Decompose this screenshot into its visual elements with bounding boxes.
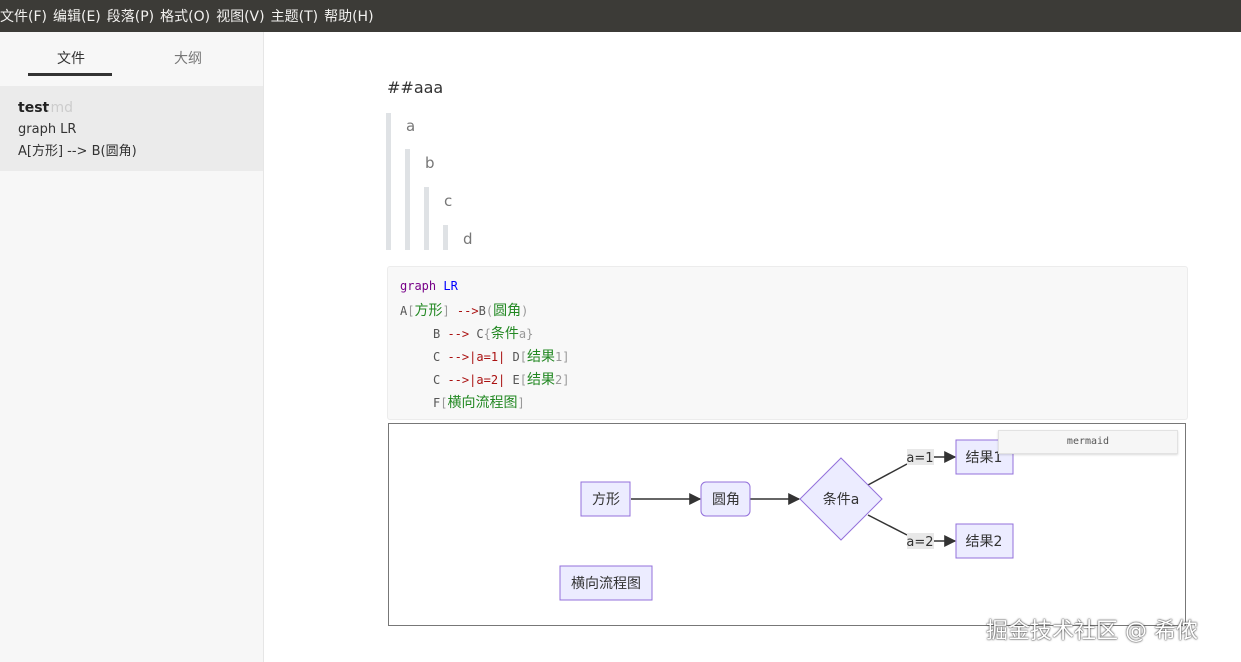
- code-token: }: [526, 327, 534, 341]
- code-token: 方形: [414, 303, 443, 319]
- code-token: [: [407, 304, 415, 318]
- code-token: ]: [562, 373, 570, 387]
- blockquote-text[interactable]: b: [425, 154, 435, 172]
- code-token: 1: [554, 350, 563, 364]
- code-token: [: [440, 396, 448, 410]
- node-b-label: 圆角: [712, 492, 740, 508]
- mermaid-diagram[interactable]: a=1 a=2 方形 圆角 条件a 结果1 结果2 横向流程图: [388, 423, 1186, 626]
- code-token: -->: [440, 373, 470, 387]
- code-token: LR: [443, 279, 458, 293]
- code-token: (: [485, 304, 494, 318]
- code-token: D: [505, 350, 520, 364]
- code-token: B: [478, 304, 486, 318]
- code-token: A: [400, 304, 408, 318]
- edge-label-bg: [907, 449, 934, 465]
- sidebar: 文件 大纲 test .md graph LR A[方形] --> B(圆角): [0, 32, 264, 662]
- diagram-svg: a=1 a=2 方形 圆角 条件a 结果1 结果2 横向流程图: [559, 439, 1014, 601]
- edge-label-a2: a=2: [906, 535, 933, 550]
- menu-theme[interactable]: 主题(T): [270, 9, 319, 25]
- code-token: -->: [440, 350, 470, 364]
- code-token: B: [433, 327, 441, 341]
- code-block[interactable]: graph LR A[方形] -->B(圆角) B --> C{条件a} C -…: [387, 266, 1188, 420]
- code-token: |a=1|: [469, 350, 506, 364]
- file-preview-line: A[方形] --> B(圆角): [18, 144, 137, 159]
- menu-format[interactable]: 格式(O): [160, 9, 211, 25]
- node-c: [799, 457, 883, 541]
- code-line: C -->|a=1| D[结果1]: [433, 346, 569, 366]
- code-line: A[方形] -->B(圆角): [400, 300, 528, 320]
- watermark: 掘金技术社区 @ 希侬: [986, 619, 1198, 644]
- node-e: [955, 523, 1014, 559]
- code-token: 圆角: [493, 303, 522, 319]
- code-token: 条件: [490, 326, 519, 342]
- code-token: graph: [400, 279, 437, 293]
- code-token: 横向流程图: [447, 395, 518, 411]
- code-token: -->: [449, 304, 479, 318]
- code-token: 结果: [526, 349, 555, 365]
- code-language-input[interactable]: mermaid: [998, 430, 1178, 454]
- code-token: F: [433, 396, 441, 410]
- file-list-item[interactable]: test .md graph LR A[方形] --> B(圆角): [0, 86, 263, 171]
- menu-edit[interactable]: 编辑(E): [52, 9, 101, 25]
- node-c-label: 条件a: [823, 491, 860, 508]
- code-line: F[横向流程图]: [433, 392, 525, 412]
- blockquote-level-1: [386, 113, 391, 250]
- code-token: 结果: [526, 372, 555, 388]
- code-line: C -->|a=2| E[结果2]: [433, 369, 569, 389]
- code-line: graph LR: [400, 279, 458, 293]
- node-f: [559, 565, 653, 601]
- code-token: [: [519, 350, 527, 364]
- code-token: C: [433, 373, 441, 387]
- tab-outline[interactable]: 大纲: [174, 51, 202, 67]
- blockquote-level-3: [424, 187, 429, 250]
- editor-area[interactable]: ##aaa a b c d graph LR A[方形] -->B(圆角) B …: [264, 32, 1241, 662]
- edge-c-e: [867, 514, 908, 536]
- code-token: ]: [442, 304, 450, 318]
- code-token: E: [505, 373, 520, 387]
- node-e-label: 结果2: [966, 534, 1003, 550]
- blockquote-text[interactable]: a: [406, 117, 416, 135]
- code-token: |a=2|: [469, 373, 506, 387]
- edge-c-d: [867, 463, 908, 486]
- blockquote-level-2: [405, 149, 410, 250]
- edge-label-bg: [907, 533, 934, 549]
- code-token: C: [433, 350, 441, 364]
- code-token: -->: [440, 327, 470, 341]
- file-preview-line: graph LR: [18, 122, 77, 137]
- code-token: [: [519, 373, 527, 387]
- blockquote-text[interactable]: c: [444, 192, 453, 210]
- code-token: ]: [517, 396, 525, 410]
- code-token: ]: [562, 350, 570, 364]
- menu-help[interactable]: 帮助(H): [324, 9, 374, 25]
- code-token: {: [483, 327, 491, 341]
- code-token: C: [469, 327, 484, 341]
- node-a-label: 方形: [592, 492, 620, 508]
- tab-files[interactable]: 文件: [57, 51, 85, 67]
- edge-label-a1: a=1: [906, 451, 933, 466]
- node-a: [580, 481, 631, 517]
- menu-file[interactable]: 文件(F): [0, 9, 47, 25]
- blockquote-text[interactable]: d: [463, 230, 473, 248]
- menu-view[interactable]: 视图(V): [216, 9, 265, 25]
- node-f-label: 横向流程图: [571, 576, 641, 592]
- node-b: [700, 481, 751, 517]
- code-token: ): [521, 304, 529, 318]
- heading-text[interactable]: ##aaa: [387, 78, 444, 97]
- node-d-label: 结果1: [966, 450, 1003, 466]
- code-token: 2: [554, 373, 563, 387]
- file-name: test: [18, 100, 50, 116]
- code-line: B --> C{条件a}: [433, 323, 533, 343]
- menu-bar: 文件(F) 编辑(E) 段落(P) 格式(O) 视图(V) 主题(T) 帮助(H…: [0, 0, 1241, 32]
- sidebar-tabs: 文件 大纲: [0, 32, 263, 86]
- code-token: a: [518, 327, 527, 341]
- menu-paragraph[interactable]: 段落(P): [106, 9, 155, 25]
- active-tab-indicator: [28, 73, 112, 76]
- blockquote-level-4: [443, 225, 448, 250]
- file-extension: .md: [46, 100, 73, 116]
